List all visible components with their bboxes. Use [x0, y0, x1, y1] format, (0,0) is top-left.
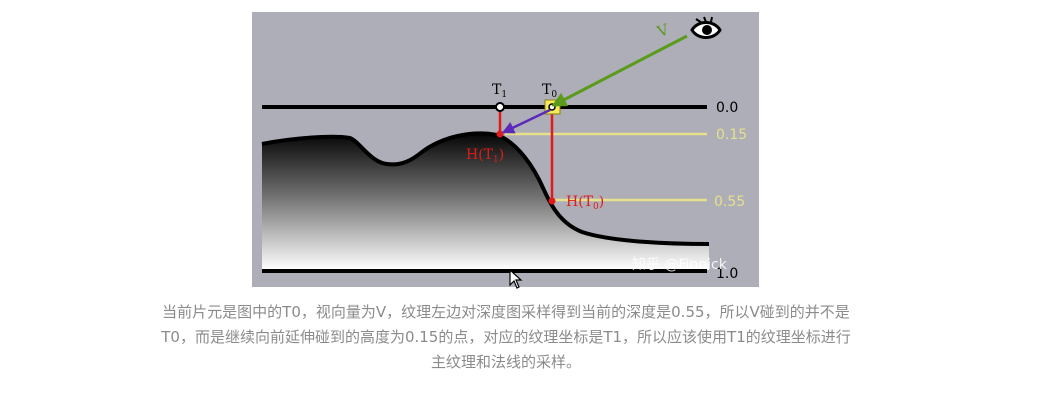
heightmap-outline	[261, 131, 710, 246]
figure-caption: 当前片元是图中的T0，视向量为V，纹理左边对深度图采样得到当前的深度是0.55，…	[90, 300, 922, 375]
t1-label: T1	[492, 82, 507, 100]
parallax-diagram-svg: V T1 T0 H(T1) H(T0) 0.0 0.15 0.55 1.0 知乎…	[261, 16, 747, 282]
caption-line-1: 当前片元是图中的T0，视向量为V，纹理左边对深度图采样得到当前的深度是0.55，…	[162, 303, 850, 321]
watermark: 知乎 @Finnick	[632, 256, 728, 273]
parallax-diagram: V T1 T0 H(T1) H(T0) 0.0 0.15 0.55 1.0 知乎…	[252, 12, 759, 287]
mouse-cursor-icon	[509, 269, 523, 289]
height-point-t0	[548, 197, 556, 205]
eye-icon	[690, 16, 722, 39]
depth-label-015: 0.15	[716, 127, 747, 143]
depth-label-0: 0.0	[716, 100, 738, 116]
height-label-t0: H(T0)	[566, 194, 604, 212]
view-vector-label: V	[654, 20, 672, 41]
depth-label-055: 0.55	[714, 194, 745, 210]
height-point-t1	[496, 130, 504, 138]
caption-line-2: T0，而是继续向前延伸碰到的高度为0.15的点，对应的纹理坐标是T1，所以应该使…	[161, 328, 851, 346]
depth-label-1: 1.0	[716, 266, 738, 282]
view-vector-arrow	[551, 34, 688, 107]
t0-label: T0	[542, 82, 557, 100]
t1-point	[495, 102, 505, 112]
height-label-t1: H(T1)	[466, 147, 504, 165]
offset-vector-arrow	[501, 108, 551, 134]
caption-line-3: 主纹理和法线的采样。	[430, 353, 581, 371]
heightmap-terrain	[262, 133, 709, 270]
